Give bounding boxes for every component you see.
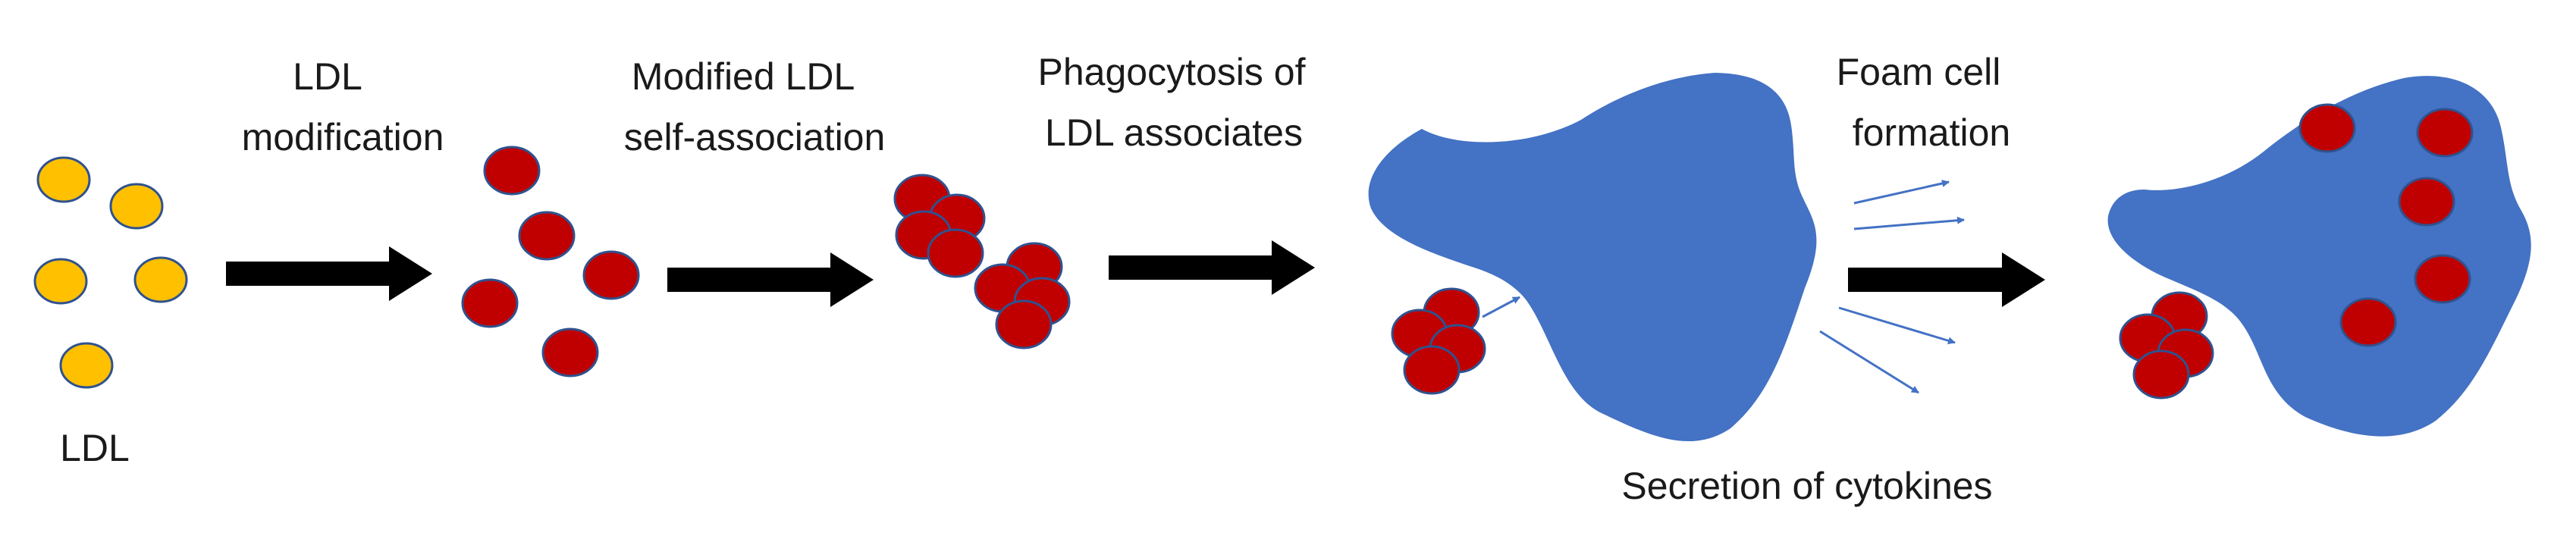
step1-label-line2: modification — [242, 116, 444, 158]
uptake-arrow-icon — [1482, 296, 1520, 318]
ldl-particle — [33, 258, 88, 305]
cytokine-arrows — [1819, 180, 1965, 394]
modified-ldl-particle — [995, 299, 1053, 349]
cytokine-arrow-icon — [1838, 306, 1956, 345]
ldl-particle — [133, 256, 188, 303]
ldl-associate-cluster — [1391, 287, 1486, 395]
step2-label-line1: Modified LDL — [632, 55, 855, 98]
ldl-particles — [33, 156, 188, 389]
ldl-particle — [109, 183, 164, 230]
modified-ldl-particle — [518, 211, 576, 261]
modified-ldl-particle — [541, 327, 599, 378]
modified-ldl-particle — [483, 146, 541, 196]
modified-ldl-particle — [1403, 345, 1461, 395]
modified-ldl-particle — [461, 278, 519, 328]
modified-ldl-particles — [461, 146, 640, 378]
modified-ldl-particle — [582, 250, 640, 300]
step4-label-line2: formation — [1853, 111, 2010, 154]
modified-ldl-particle — [2298, 103, 2356, 153]
modified-ldl-particle — [2414, 254, 2471, 304]
step3-label-line1: Phagocytosis of — [1038, 51, 1306, 93]
modified-ldl-particle — [2132, 349, 2190, 400]
step2-label-line2: self-association — [624, 116, 886, 158]
modified-ldl-particle — [2339, 297, 2397, 347]
modified-ldl-particle — [2416, 108, 2474, 158]
process-arrow-2 — [667, 252, 874, 307]
ldl-label: LDL — [60, 427, 130, 469]
ldl-associate-cluster — [974, 242, 1071, 349]
ldl-associate-cluster — [893, 174, 986, 278]
modified-ldl-particle — [2398, 177, 2455, 227]
cytokine-arrow-icon — [1853, 180, 1950, 205]
step3-label-line2: LDL associates — [1045, 111, 1303, 154]
macrophage-cell — [1368, 73, 1817, 442]
step1-label-line1: LDL — [293, 55, 362, 98]
process-arrow-1 — [226, 246, 432, 301]
process-arrow-4 — [1848, 252, 2045, 307]
ldl-particle — [59, 342, 114, 389]
cytokine-arrow-icon — [1853, 216, 1965, 230]
process-arrow-3 — [1109, 240, 1315, 295]
ldl-particle — [36, 156, 91, 203]
intracellular-ldl — [2298, 103, 2474, 347]
cytokines-label: Secretion of cytokines — [1621, 465, 1992, 507]
modified-ldl-particle — [927, 228, 984, 278]
cytokine-arrow-icon — [1819, 330, 1919, 394]
ldl-associate-cluster — [2119, 291, 2214, 400]
foam-cell — [2107, 76, 2531, 437]
step4-label-line1: Foam cell — [1837, 51, 2001, 93]
